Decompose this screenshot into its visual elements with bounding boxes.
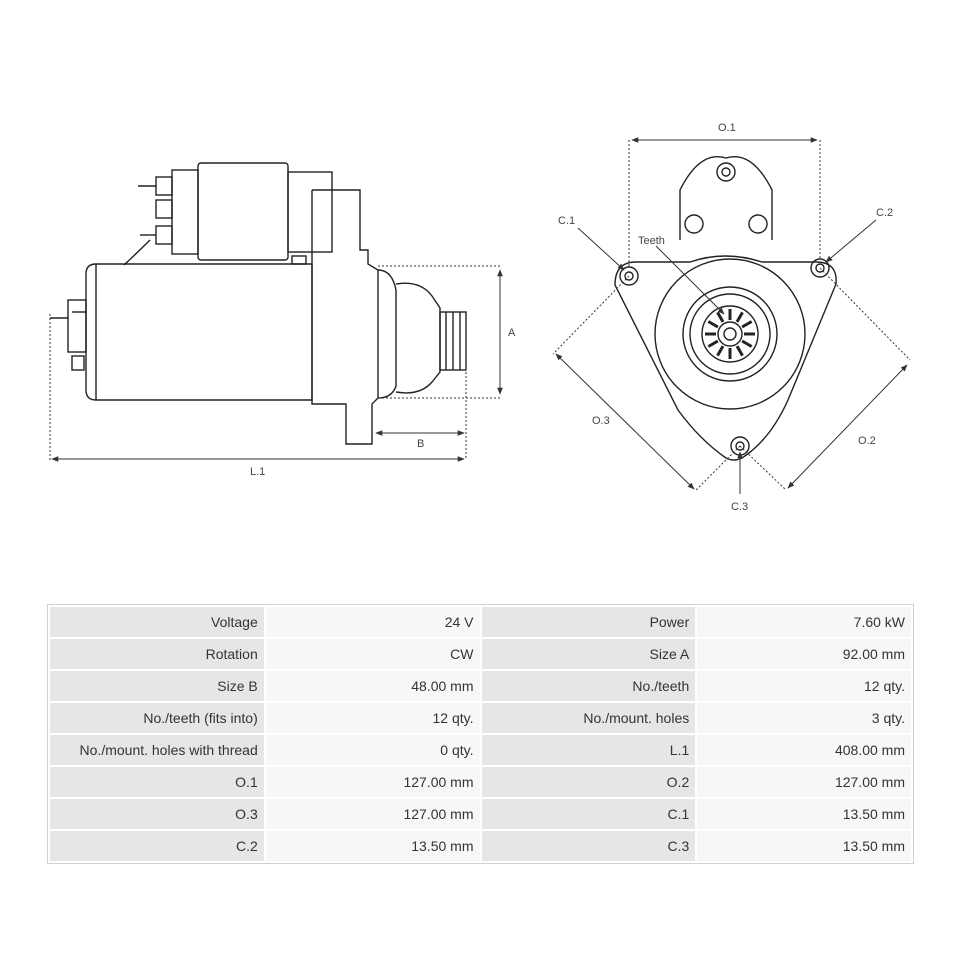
pinion-hub <box>717 321 743 347</box>
spec-label: Power <box>479 605 698 639</box>
spec-value: 48.00 mm <box>263 669 482 703</box>
label-l1: L.1 <box>250 466 265 478</box>
spec-label: No./teeth <box>479 669 698 703</box>
label-c3: C.3 <box>731 501 748 513</box>
pinion-tooth <box>741 320 753 329</box>
pinion-tooth <box>707 320 719 329</box>
nose-cone <box>395 282 441 394</box>
side-view: A B L.1 <box>49 162 516 478</box>
pinion-tooth <box>735 311 744 323</box>
mount-hole-c2 <box>810 258 830 278</box>
spec-value: 127.00 mm <box>695 765 913 799</box>
flange-ring-outer <box>654 258 806 410</box>
starter-motor-drawing: A B L.1 <box>49 122 911 513</box>
pinion-tooth <box>735 345 744 357</box>
spec-value: CW <box>263 637 482 671</box>
label-o1: O.1 <box>718 122 736 134</box>
pinion-tooth <box>707 339 719 348</box>
label-a: A <box>508 327 516 339</box>
spec-row: No./teeth (fits into)12 qty.No./mount. h… <box>48 701 913 735</box>
mount-hole-c1 <box>619 266 639 286</box>
spec-label: C.3 <box>479 829 698 863</box>
rear-end-cap <box>67 299 87 353</box>
spec-value: 24 V <box>263 605 482 639</box>
spec-value: 0 qty. <box>263 733 482 767</box>
spec-label: Rotation <box>48 637 266 671</box>
spec-label: No./mount. holes with thread <box>48 733 266 767</box>
spec-value: 13.50 mm <box>695 829 913 863</box>
solenoid-body <box>197 162 289 261</box>
label-b: B <box>417 438 424 450</box>
spec-label: No./teeth (fits into) <box>48 701 266 735</box>
spec-value: 7.60 kW <box>695 605 913 639</box>
mounting-flange-plate <box>614 255 837 461</box>
front-view: O.1 O.3 O.2 C.1 C.2 C.3 Teeth <box>552 122 911 513</box>
pinion-tooth <box>741 339 753 348</box>
terminal-bottom <box>155 225 173 245</box>
spec-value: 13.50 mm <box>695 797 913 831</box>
flange-ring-mid <box>682 286 778 382</box>
spec-label: C.2 <box>48 829 266 863</box>
terminal-cable <box>123 239 151 266</box>
spec-label: Size A <box>479 637 698 671</box>
spec-value: 127.00 mm <box>263 765 482 799</box>
pinion-outer <box>701 305 759 363</box>
spec-value: 408.00 mm <box>695 733 913 767</box>
motor-housing <box>85 263 313 401</box>
dimension-o3-line <box>555 353 695 490</box>
spec-value: 13.50 mm <box>263 829 482 863</box>
spec-label: O.1 <box>48 765 266 799</box>
pinion-teeth <box>705 309 755 359</box>
label-o2: O.2 <box>858 435 876 447</box>
solenoid-cap <box>171 169 199 255</box>
spec-label: Size B <box>48 669 266 703</box>
leader-c2 <box>825 219 877 263</box>
spec-value: 12 qty. <box>695 669 913 703</box>
spec-label: L.1 <box>479 733 698 767</box>
label-c2: C.2 <box>876 207 893 219</box>
spec-label: Voltage <box>48 605 266 639</box>
leader-c1 <box>577 227 625 271</box>
label-teeth: Teeth <box>638 235 665 247</box>
spec-label: O.2 <box>479 765 698 799</box>
leader-teeth <box>655 245 725 315</box>
spec-value: 92.00 mm <box>695 637 913 671</box>
spec-value: 3 qty. <box>695 701 913 735</box>
spec-value: 127.00 mm <box>263 797 482 831</box>
top-lug <box>679 156 773 240</box>
spec-label: O.3 <box>48 797 266 831</box>
label-c1: C.1 <box>558 215 575 227</box>
pinion-tooth <box>716 345 725 357</box>
mounting-flange <box>377 269 397 399</box>
solenoid-rear <box>287 171 333 253</box>
label-o3: O.3 <box>592 415 610 427</box>
spec-label: C.1 <box>479 797 698 831</box>
drive-housing <box>311 189 379 445</box>
terminal-top <box>155 176 173 196</box>
spec-value: 12 qty. <box>263 701 482 735</box>
dimension-o2-line <box>787 364 908 489</box>
spec-label: No./mount. holes <box>479 701 698 735</box>
